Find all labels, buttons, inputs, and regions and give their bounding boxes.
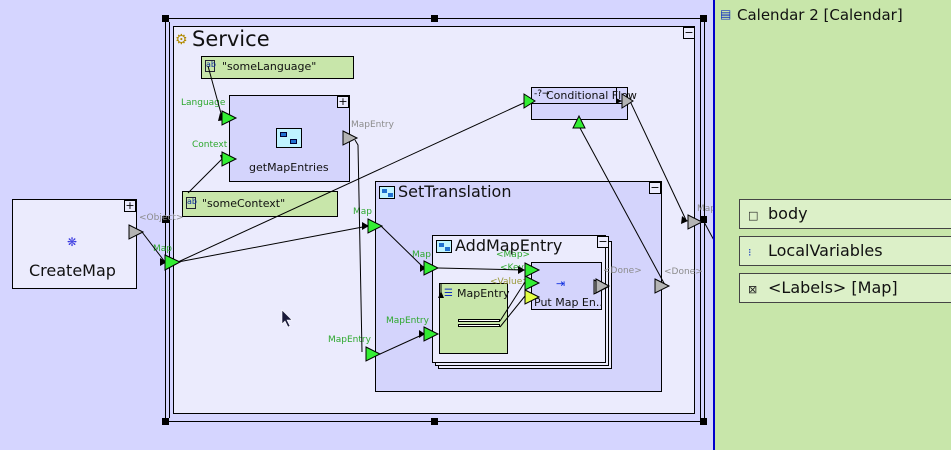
calendar-icon: ▤ [720,7,732,21]
square-icon: □ [748,209,759,222]
calendar-panel[interactable]: ▤ Calendar 2 [Calendar] □ body ⁝ LocalVari… [713,0,951,450]
literal-some-context[interactable]: ab "someContext" [182,191,338,217]
port-label-map-entry-out: MapEntry [351,120,394,130]
add-map-entry-collapse-button[interactable]: − [597,235,609,248]
set-translation-title: SetTranslation [398,182,512,201]
composite-icon [436,240,452,253]
port-label-set-translation-map: Map [353,207,372,217]
get-map-entries-expand-button[interactable]: + [337,95,349,108]
conditional-flow-title: Conditional Flow [546,89,637,102]
resize-handle-mr[interactable] [700,216,707,223]
port-label-put-key: <Key> [500,263,532,273]
port-label-map: Map [153,244,172,254]
create-map-node[interactable]: + ❋ CreateMap [12,199,137,289]
set-translation-collapse-button[interactable]: − [649,181,661,194]
port-label-context: Context [192,140,228,150]
composite-icon [379,186,395,199]
port-label-service-map-out: Map [697,204,716,214]
map-entry-variable-node[interactable]: ☰ MapEntry [439,283,510,354]
put-icon: ⇥ [556,277,566,290]
port-label-put-map: <Map> [496,250,531,260]
service-collapse-button[interactable]: − [683,26,695,39]
create-map-expand-button[interactable]: + [124,199,136,212]
service-title: Service [192,27,270,51]
resize-handle-br[interactable] [700,418,707,425]
panel-item-label: <Labels> [Map] [768,278,898,297]
string-literal-icon: ab [205,60,216,72]
resize-handle-tl[interactable] [162,15,169,22]
port-label-set-translation-done: <Done> [664,267,703,277]
list-icon: ⁝ [748,246,752,259]
resize-handle-tr[interactable] [700,15,707,22]
mouse-cursor-icon [281,309,293,328]
literal-some-language[interactable]: ab "someLanguage" [201,56,354,79]
conditional-icon: -?→ [534,89,550,99]
resize-handle-bl[interactable] [162,418,169,425]
panel-item-local-variables[interactable]: ⁝ LocalVariables [739,236,951,266]
panel-item-label: body [768,204,808,223]
literal-some-language-text: "someLanguage" [222,60,317,73]
list-icon: ☰ [444,288,453,299]
port-label-add-map-entry-map-entry: MapEntry [386,316,429,326]
port-label-put-value: <Value> [490,277,530,287]
labels-icon: ⊠ [748,283,758,296]
create-map-icon: ❋ [67,235,78,249]
port-label-set-translation-map-entry: MapEntry [328,335,371,345]
port-label-add-map-entry-map: Map [412,250,431,260]
create-map-title: CreateMap [29,261,116,280]
get-map-entries-node[interactable]: + getMapEntries [229,95,350,182]
calendar-panel-title: Calendar 2 [Calendar] [737,6,903,24]
resize-handle-ml[interactable] [162,216,169,223]
panel-item-label: LocalVariables [768,241,883,260]
literal-some-context-text: "someContext" [202,197,286,210]
port-label-language: Language [181,98,226,108]
get-map-entries-title: getMapEntries [249,161,329,174]
resize-handle-tm[interactable] [431,15,438,22]
service-gear-icon: ⚙ [175,32,188,48]
port-label-add-map-entry-done: <Done> [603,266,642,276]
subprocess-icon [276,128,302,148]
panel-item-labels[interactable]: ⊠ <Labels> [Map] [739,273,951,303]
string-literal-icon: ab [186,197,197,209]
panel-item-body[interactable]: □ body [739,199,951,229]
resize-handle-bm[interactable] [431,418,438,425]
conditional-flow-node[interactable]: -?→ Conditional Flow [531,87,637,120]
map-entry-variable-title: MapEntry [457,287,510,300]
port-label-object: <Object> [139,213,184,223]
put-map-entry-title: Put Map En.. [534,296,603,309]
put-map-entry-node[interactable]: ⇥ Put Map En.. [531,262,603,310]
